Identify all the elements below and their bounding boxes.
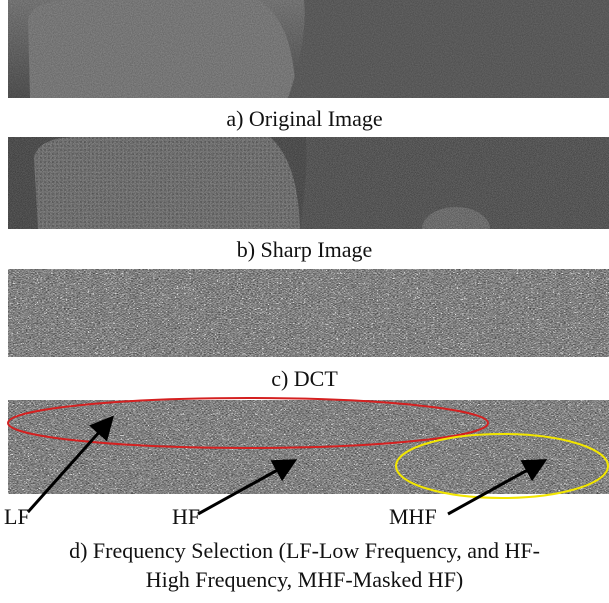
caption-dct: c) DCT [271,366,338,391]
caption-sharp-image: b) Sharp Image [236,237,373,262]
mhf-label: MHF [389,504,437,529]
hf-label: HF [172,504,201,529]
frequency-selection-image [8,400,609,494]
dct-image [8,269,609,357]
caption-frequency-selection-line2: High Frequency, MHF-Masked HF) [145,567,464,592]
caption-frequency-selection-line1: d) Frequency Selection (LF-Low Frequency… [69,538,540,563]
caption-original-image: a) Original Image [226,106,383,131]
sharp-image [8,137,609,229]
lf-label: LF [4,504,30,529]
original-image [8,0,609,98]
